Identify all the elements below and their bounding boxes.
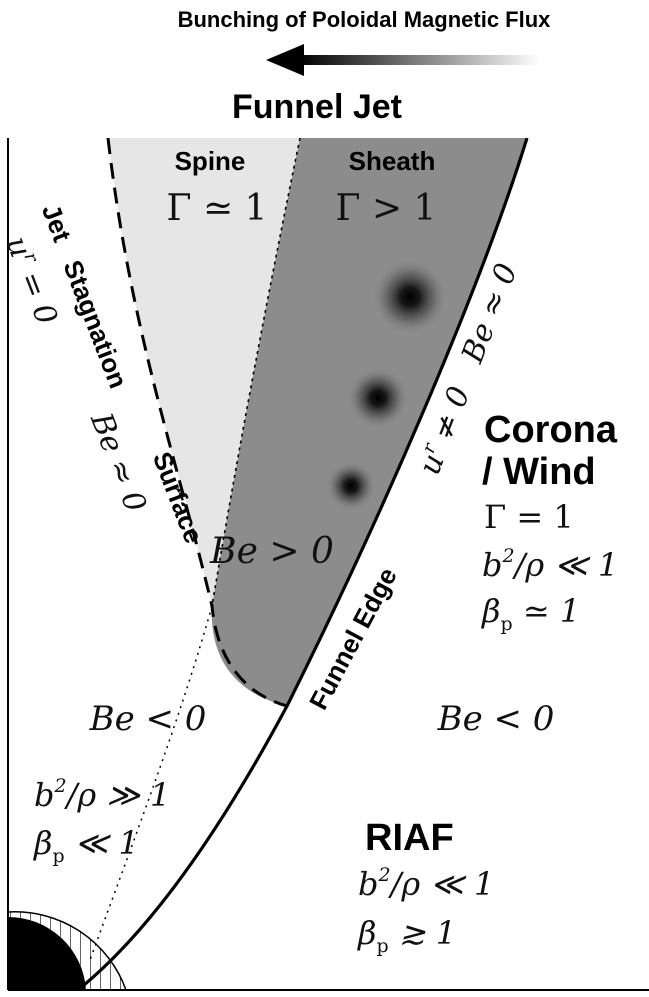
- funnel-jet-title: Funnel Jet: [232, 88, 402, 126]
- blob-icon: [347, 367, 409, 429]
- blob-icon: [326, 461, 376, 511]
- stagnation-ur-label: ur = 0: [0, 232, 65, 330]
- corona-beta: βp ≃ 1: [481, 592, 580, 635]
- be-negative-left: Be < 0: [89, 699, 207, 739]
- stagnation-label-stagnation: Stagnation: [57, 256, 133, 392]
- jet-stagnation-surface: [106, 138, 288, 708]
- corona-gamma: Γ = 1: [484, 498, 574, 536]
- riaf-label: RIAF: [365, 817, 454, 859]
- sheath-label: Sheath: [349, 146, 436, 176]
- corona-b2-rho: b2/ρ ≪ 1: [482, 545, 618, 584]
- stagnation-label-group: Jet Stagnation ur = 0: [0, 200, 134, 392]
- be-positive-label: Be > 0: [209, 531, 334, 572]
- corona-label: Corona: [484, 409, 618, 451]
- riaf-beta: βp ≳ 1: [357, 914, 456, 957]
- blob-icon: [372, 259, 448, 335]
- be-negative-right: Be < 0: [437, 699, 555, 739]
- riaf-b2-rho: b2/ρ ≪ 1: [358, 864, 494, 903]
- funnel-edge: [76, 138, 529, 990]
- spine-sheath-boundary: [211, 138, 301, 607]
- flux-bunching-label: Bunching of Poloidal Magnetic Flux: [178, 7, 552, 32]
- wind-label: / Wind: [482, 451, 596, 493]
- left-b2-rho: b2/ρ ≫ 1: [34, 775, 170, 814]
- stagnation-label-jet: Jet: [36, 200, 78, 246]
- black-hole-icon: [8, 916, 86, 990]
- spine-label: Spine: [175, 146, 246, 176]
- spine-region: [108, 138, 300, 606]
- spine-gamma: Γ ≃ 1: [167, 188, 268, 229]
- sheath-gamma: Γ > 1: [336, 188, 437, 229]
- stagnation-be-label: Be ≈ 0: [83, 407, 153, 517]
- left-arrow-icon: [266, 44, 540, 76]
- left-beta: βp ≪ 1: [33, 824, 139, 867]
